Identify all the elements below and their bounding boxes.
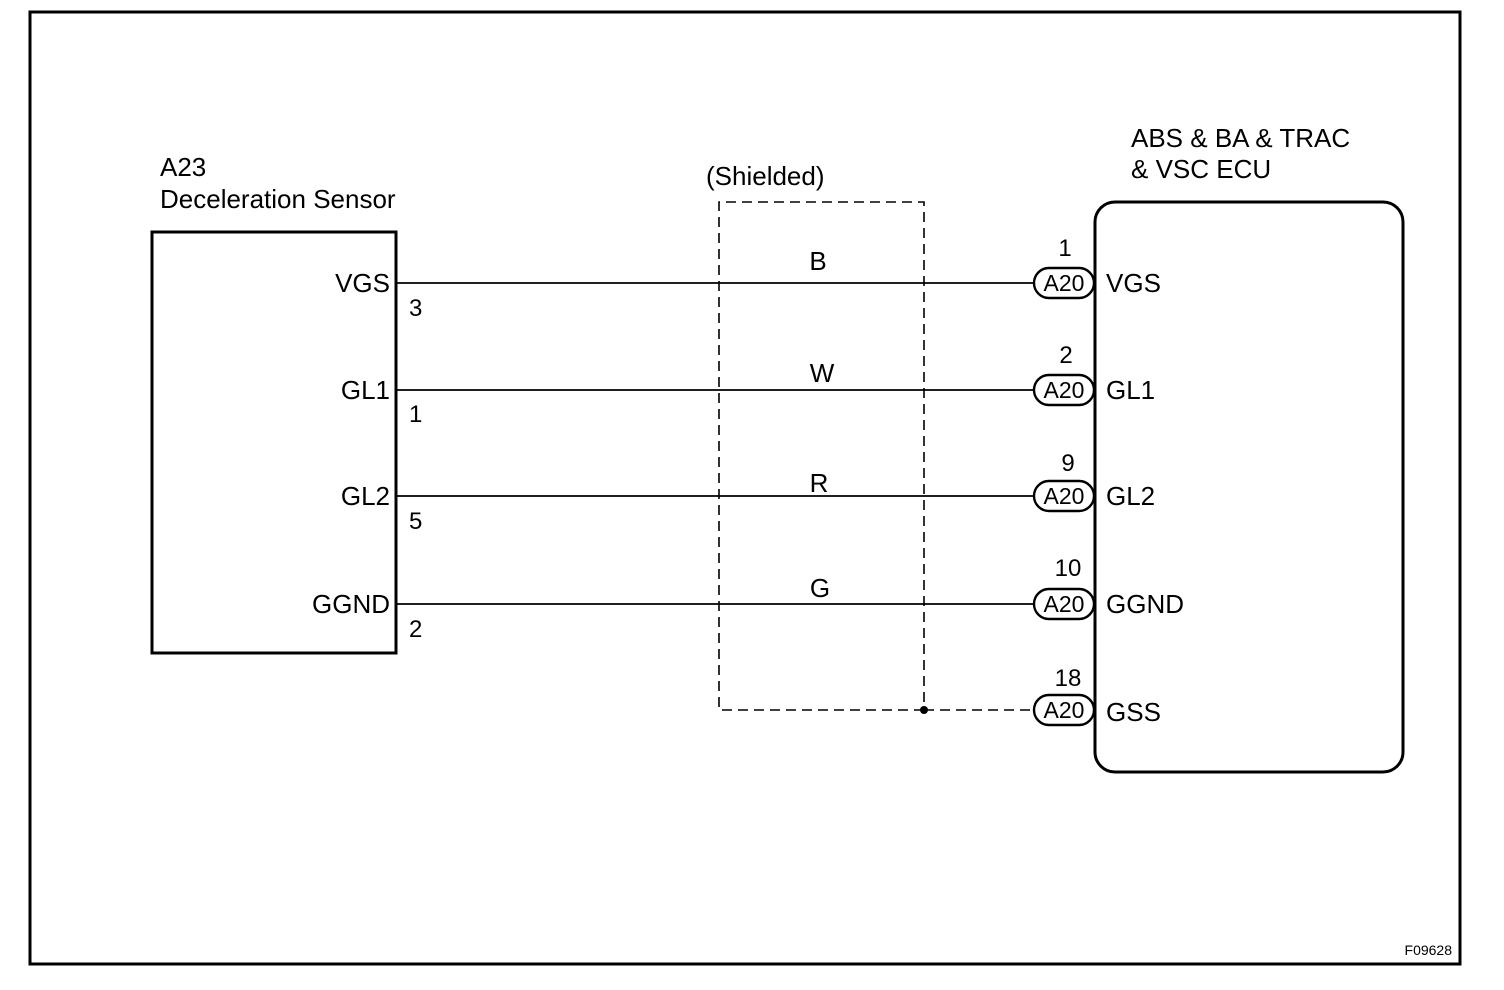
ecu-pin-gss: 18	[1055, 665, 1082, 692]
sensor-pin-ggnd: 2	[409, 616, 422, 643]
ecu-pin-vgs: 1	[1058, 235, 1071, 262]
ecu-connector-gl1: A20	[1044, 377, 1085, 403]
sensor-pin-gl1: 1	[409, 401, 422, 428]
sensor-terminal-gl2: GL2	[341, 481, 390, 511]
connector-oval	[1032, 373, 1096, 407]
connector-oval	[1032, 693, 1096, 727]
ecu-terminal-vgs: VGS	[1106, 268, 1161, 298]
wire-color-gl1: W	[810, 358, 835, 388]
figure-code: F09628	[1405, 942, 1453, 958]
sensor-code: A23	[160, 152, 206, 182]
outer-frame	[28, 10, 1462, 966]
sensor-name: Deceleration Sensor	[160, 184, 396, 214]
sensor-terminal-vgs: VGS	[335, 268, 390, 298]
sensor-terminal-gl1: GL1	[341, 375, 390, 405]
sensor-pin-gl2: 5	[409, 508, 422, 535]
ecu-terminal-ggnd: GGND	[1106, 589, 1184, 619]
ecu-title-line2: & VSC ECU	[1131, 154, 1271, 184]
wire-color-vgs: B	[809, 246, 826, 276]
ecu-terminal-gl2: GL2	[1106, 481, 1155, 511]
ecu-pin-ggnd: 10	[1055, 555, 1082, 582]
sensor-terminal-ggnd: GGND	[312, 589, 390, 619]
ecu-terminal-gl1: GL1	[1106, 375, 1155, 405]
shield-outline	[718, 201, 925, 711]
ecu-pin-gl2: 9	[1061, 450, 1074, 477]
connector-oval	[1032, 479, 1096, 513]
connector-oval	[1032, 587, 1096, 621]
sensor-pin-vgs: 3	[409, 295, 422, 322]
ecu-terminal-gss: GSS	[1106, 697, 1161, 727]
ecu-connector-gss: A20	[1044, 697, 1085, 723]
wire-color-ggnd: G	[810, 573, 830, 603]
ecu-box	[1093, 200, 1405, 774]
ecu-pin-gl1: 2	[1059, 342, 1072, 369]
wire-color-gl2: R	[810, 468, 829, 498]
ecu-connector-gl2: A20	[1044, 483, 1085, 509]
ecu-connector-ggnd: A20	[1044, 591, 1085, 617]
shield-label: (Shielded)	[706, 161, 825, 191]
sensor-box	[150, 230, 398, 655]
ecu-title-line1: ABS & BA & TRAC	[1131, 123, 1350, 153]
ecu-connector-vgs: A20	[1044, 270, 1085, 296]
connector-oval	[1032, 266, 1096, 300]
